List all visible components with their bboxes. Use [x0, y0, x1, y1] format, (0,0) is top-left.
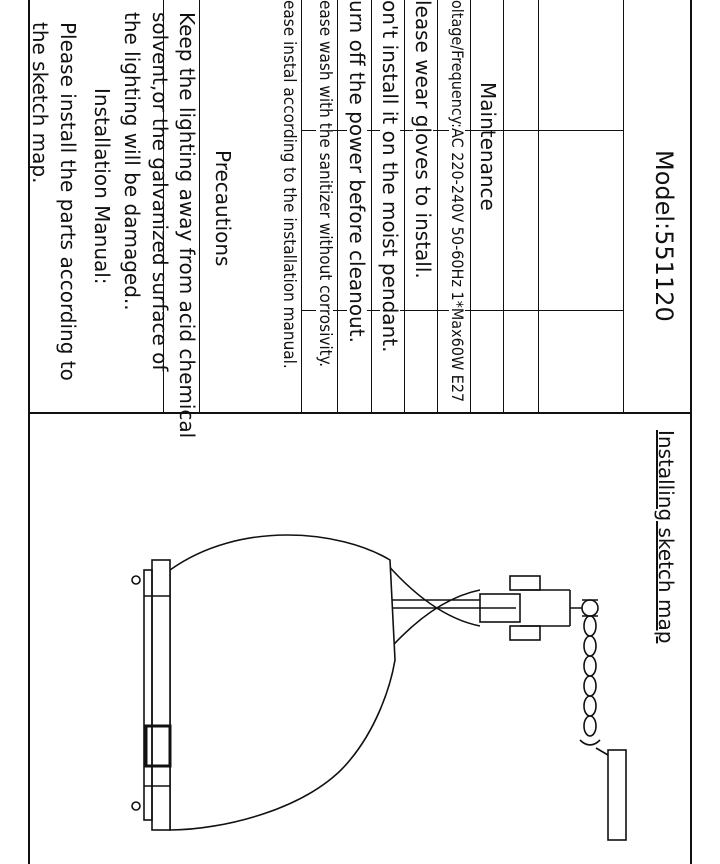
maintenance-rule — [538, 0, 539, 412]
precautions-title: Precautions — [211, 150, 235, 267]
spec-rule — [503, 0, 504, 412]
model-label: Model:551120 — [650, 150, 678, 322]
center-divider — [28, 412, 692, 414]
shade-rim — [151, 559, 171, 831]
line-rule-4 — [371, 0, 372, 412]
bracket — [520, 589, 582, 627]
installation-title: Installation Manual: — [90, 88, 114, 285]
lamp-sketch — [131, 534, 627, 841]
text-line-5: ease instal according to the installatio… — [279, 0, 299, 375]
installation-line-1: Please install the parts according to — [56, 22, 80, 381]
sketch-title: Installing sketch map — [654, 430, 678, 644]
line-rule-5 — [337, 0, 338, 412]
line-rule-2 — [437, 0, 438, 412]
line-rule-1 — [470, 0, 471, 412]
spec-line: oltage/Frequency:AC 220-240V 50-60Hz 1*M… — [448, 0, 467, 409]
chain — [579, 615, 609, 756]
precaution-line-2: solvent,or the galvanized surface of — [148, 12, 172, 372]
precaution-line-3: the lighting will be damaged.. — [120, 12, 144, 311]
header-rule — [623, 0, 624, 412]
precautions-rule — [301, 0, 302, 412]
precaution-line-1: Keep the lighting away from acid chemica… — [175, 12, 199, 439]
ceiling-plate — [607, 749, 627, 841]
hook-ring — [581, 599, 599, 617]
maintenance-title: Maintenance — [476, 82, 500, 211]
installation-line-2: the sketch map. — [28, 22, 52, 184]
line-rule-3 — [404, 0, 405, 412]
text-line-2: on't install it on the moist pendant. — [378, 0, 402, 359]
text-line-3: urn off the power before cleanout. — [345, 0, 369, 349]
precaution-body-rule — [199, 0, 200, 412]
text-line-1: lease wear gloves to install. — [411, 0, 435, 285]
text-line-4: ease wash with the sanitizer without cor… — [315, 0, 335, 374]
